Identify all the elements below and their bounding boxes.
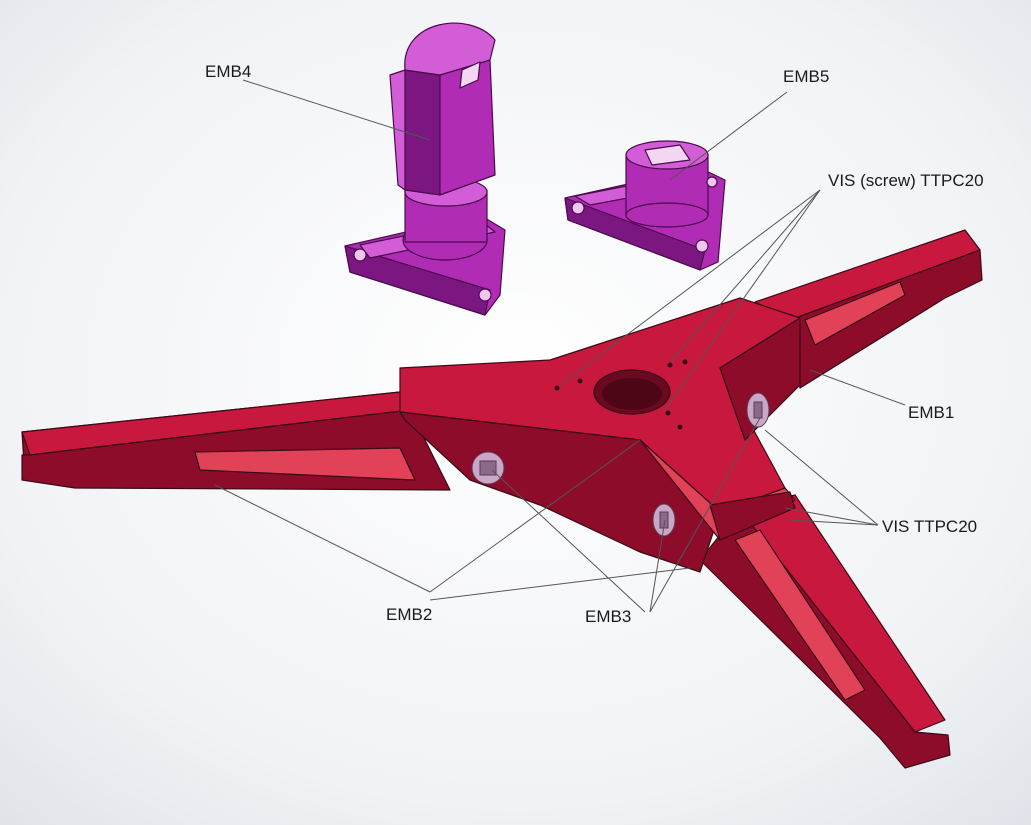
- label-emb3: EMB3: [585, 607, 632, 626]
- screw-head: [471, 451, 505, 485]
- leader-lines: [214, 79, 906, 613]
- label-vis-screw: VIS (screw) TTPC20: [828, 171, 984, 190]
- label-emb1: EMB1: [908, 403, 955, 422]
- screw-head: [746, 392, 770, 428]
- leader-emb3: [649, 519, 666, 613]
- leader-emb2: [429, 567, 691, 601]
- hub-holes: [554, 359, 688, 430]
- label-emb2: EMB2: [386, 605, 433, 624]
- emb5-socket-mount: [564, 140, 726, 271]
- tripod-base: [21, 229, 983, 769]
- hub: [399, 297, 801, 573]
- leader-emb3: [491, 469, 646, 613]
- leader-vis: [784, 507, 879, 526]
- hub-hole: [682, 359, 688, 365]
- emb4-swivel-mount: [344, 22, 506, 316]
- leader-emb1: [809, 369, 906, 406]
- leader-emb5: [669, 91, 788, 181]
- screw-head: [652, 503, 676, 537]
- hub-hole: [677, 424, 683, 430]
- leader-vis-screw: [559, 189, 821, 386]
- socket-screws: [471, 392, 770, 537]
- leader-emb2: [429, 439, 641, 593]
- leader-vis-screw: [664, 189, 821, 411]
- label-emb4: EMB4: [205, 62, 252, 81]
- leader-emb2: [214, 484, 431, 593]
- label-emb5: EMB5: [783, 67, 830, 86]
- left-leg: [21, 391, 451, 491]
- leader-vis-screw: [669, 189, 821, 363]
- leader-emb3: [649, 417, 761, 613]
- hub-hole: [667, 362, 673, 368]
- hub-hole: [577, 378, 583, 384]
- leader-vis: [789, 519, 879, 526]
- front-leg: [699, 494, 951, 769]
- hub-hole: [665, 410, 671, 416]
- label-vis: VIS TTPC20: [882, 517, 978, 536]
- leader-vis: [764, 429, 879, 526]
- hub-hole: [554, 385, 560, 391]
- leader-emb4: [242, 79, 431, 141]
